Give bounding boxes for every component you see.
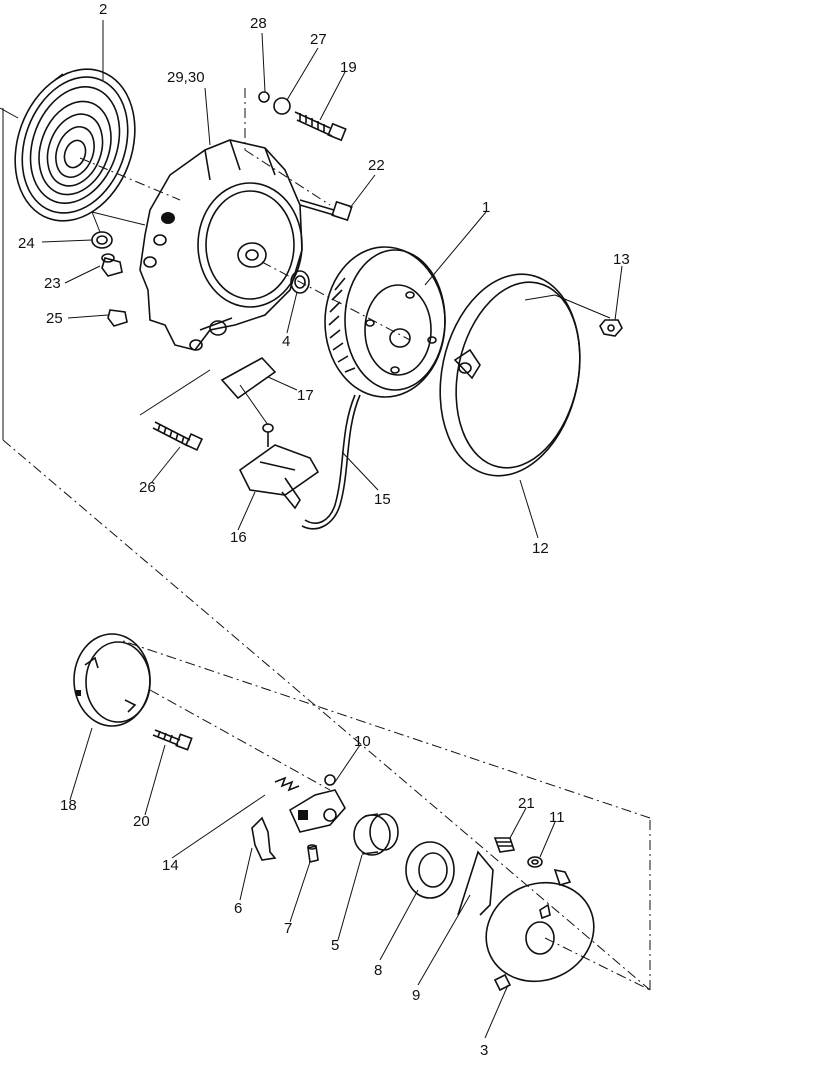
callout-13: 13 <box>613 251 630 268</box>
callout-23: 23 <box>44 275 61 292</box>
long-bolt <box>152 421 204 452</box>
callout-3: 3 <box>480 1042 488 1059</box>
brake-spring <box>457 850 494 916</box>
callout-5: 5 <box>331 937 339 954</box>
callout-10: 10 <box>354 733 371 750</box>
recoil-spring <box>14 68 181 222</box>
retainer-screw <box>493 837 516 853</box>
ratchet-cup <box>73 633 331 791</box>
callout-27: 27 <box>310 31 327 48</box>
pawl-assembly <box>288 774 346 833</box>
friction-washer <box>405 841 455 899</box>
callout-2: 2 <box>99 1 107 18</box>
cover-nut <box>599 319 623 337</box>
rope-guide-plate <box>139 356 277 426</box>
rope-pulley <box>324 246 446 398</box>
callout-12: 12 <box>532 540 549 557</box>
leader-lines <box>41 20 623 1039</box>
callout-18: 18 <box>60 797 77 814</box>
callout-21: 21 <box>518 795 535 812</box>
pawl <box>251 816 277 861</box>
callout-26: 26 <box>139 479 156 496</box>
starter-cover <box>439 273 611 477</box>
callout-24: 24 <box>18 235 35 252</box>
washer <box>261 261 411 341</box>
ratchet-bolt <box>152 729 193 751</box>
callout-4: 4 <box>282 333 290 350</box>
callout-14: 14 <box>162 857 179 874</box>
assembly-boundary-lines <box>0 107 651 991</box>
starter-handle <box>238 423 320 510</box>
starter-rope <box>301 394 361 530</box>
callout-20: 20 <box>133 813 150 830</box>
callout-11: 11 <box>549 809 565 826</box>
pawl-pin <box>307 844 319 863</box>
callout-9: 9 <box>412 987 420 1004</box>
callout-19: 19 <box>340 59 357 76</box>
callout-29-30: 29,30 <box>167 69 205 86</box>
retainer-plate <box>485 868 651 992</box>
spacer <box>353 813 399 856</box>
callout-25: 25 <box>46 310 63 327</box>
callout-17: 17 <box>297 387 314 404</box>
housing-fasteners <box>91 211 146 327</box>
callout-22: 22 <box>368 157 385 174</box>
callout-15: 15 <box>374 491 391 508</box>
callout-16: 16 <box>230 529 247 546</box>
callout-labels: 2 29,30 28 27 19 22 1 24 23 25 4 13 17 2… <box>18 1 630 1059</box>
retainer-washer <box>527 856 543 868</box>
callout-1: 1 <box>482 199 490 216</box>
top-bolts <box>244 88 353 222</box>
callout-7: 7 <box>284 920 292 937</box>
pawl-spring <box>274 776 300 792</box>
starter-housing <box>139 139 303 351</box>
callout-6: 6 <box>234 900 242 917</box>
callout-28: 28 <box>250 15 267 32</box>
callout-8: 8 <box>374 962 382 979</box>
